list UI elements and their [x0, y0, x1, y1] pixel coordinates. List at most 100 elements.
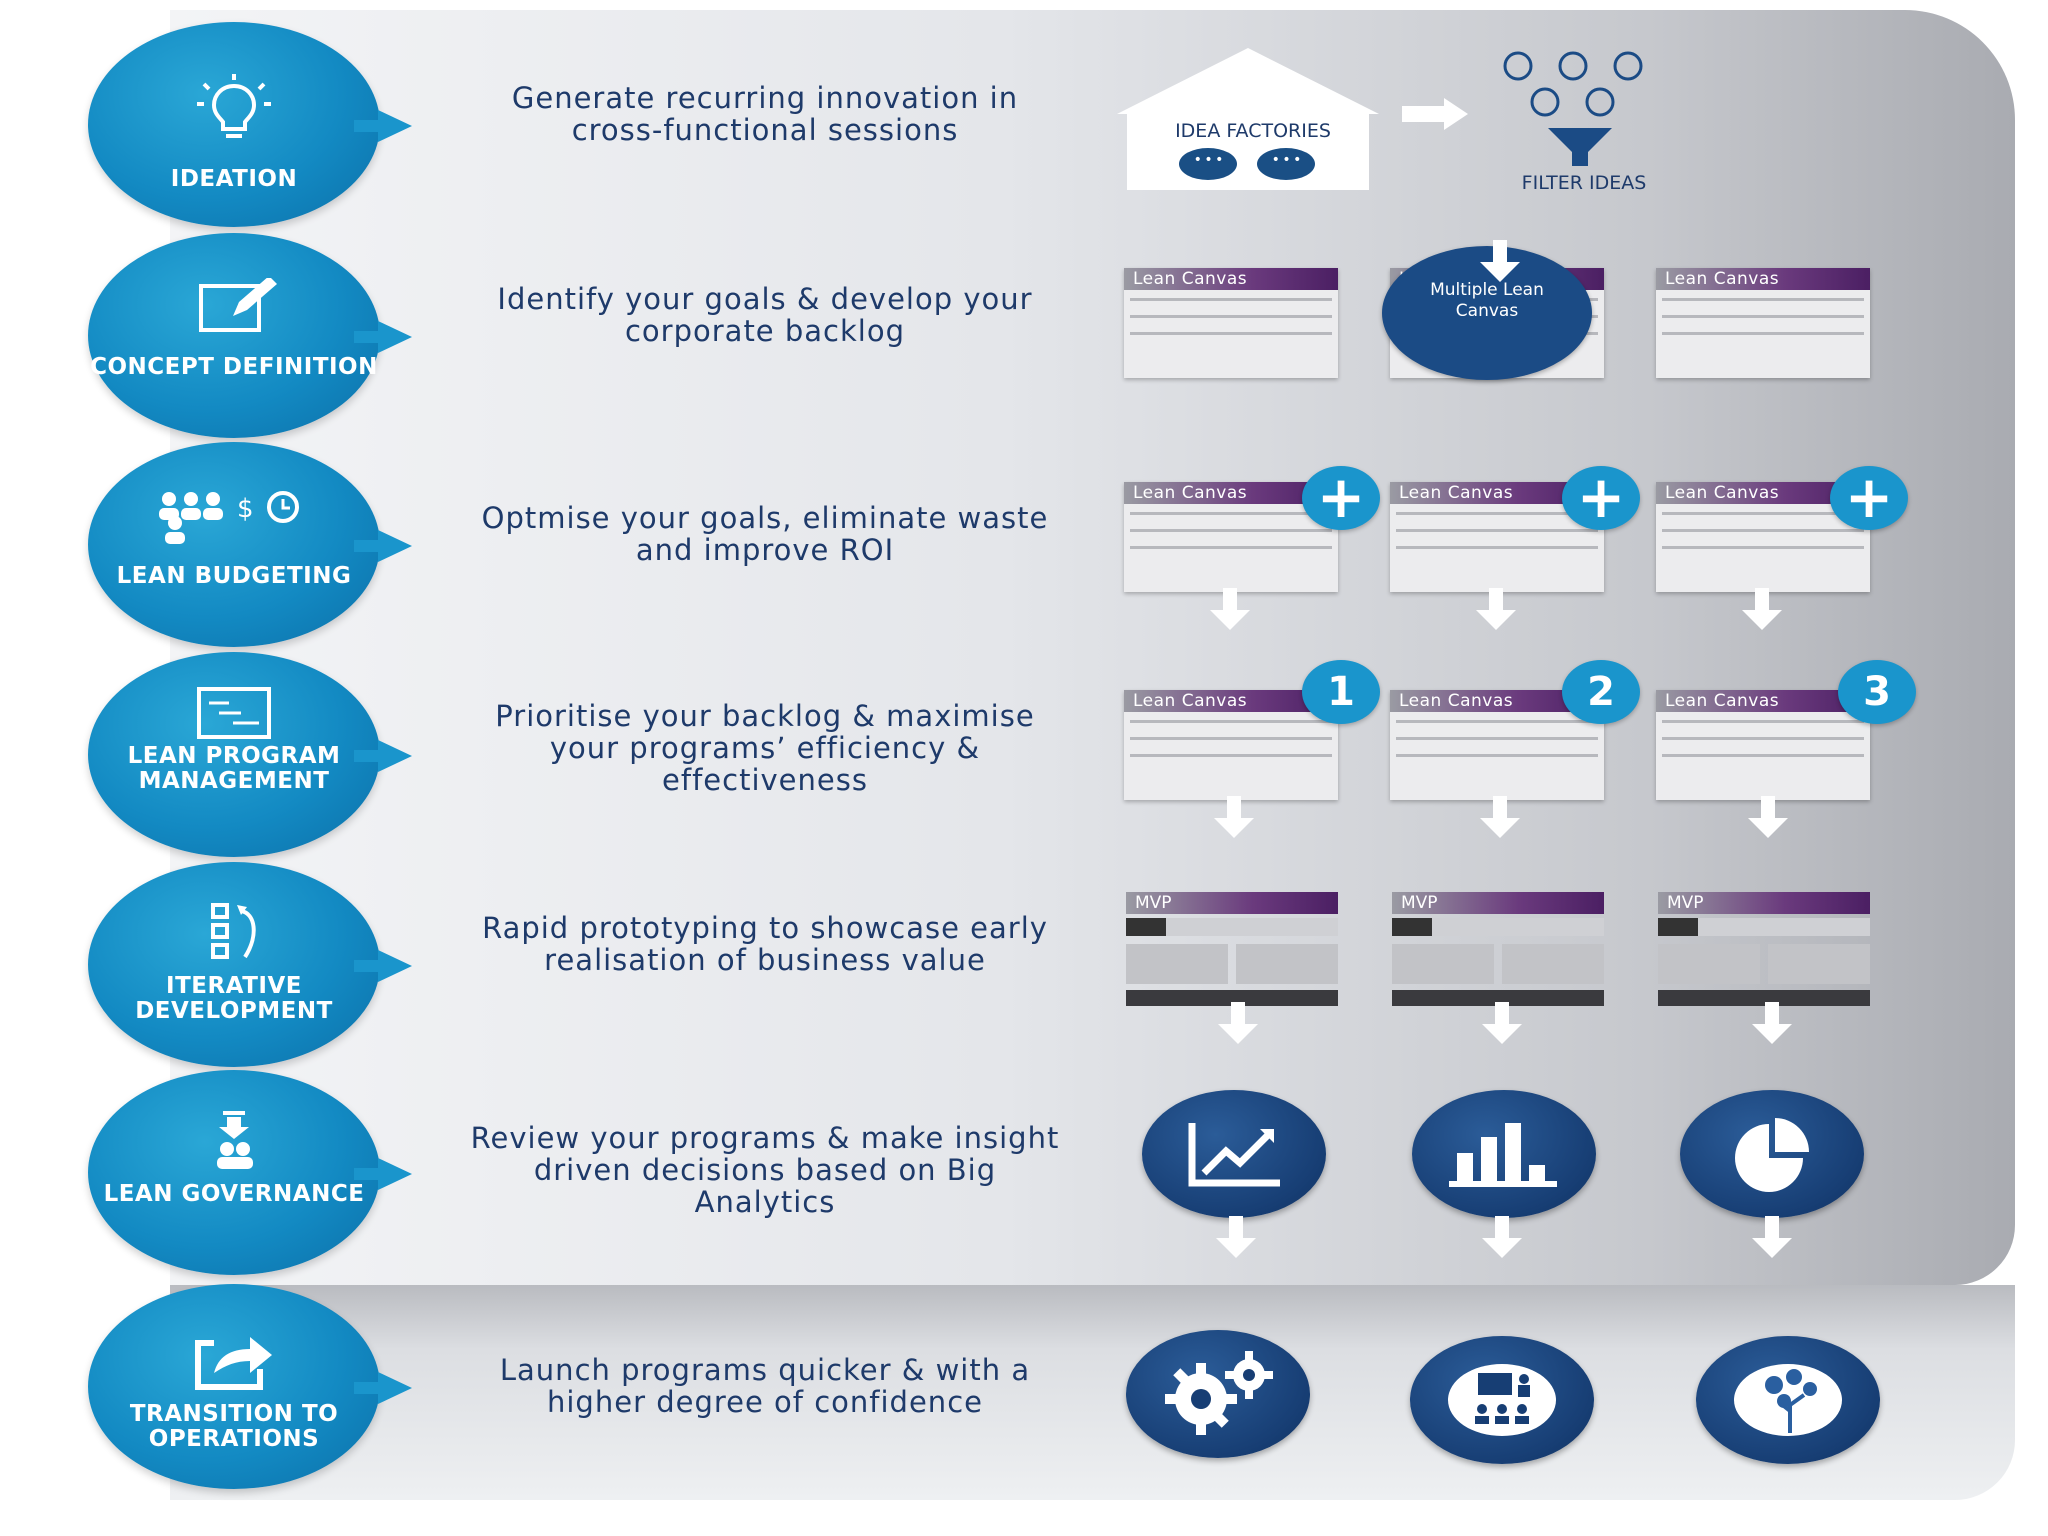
lean-canvas-card: Lean Canvas: [1124, 690, 1338, 800]
down-arrow-icon: [1210, 588, 1250, 630]
stage-description: Launch programs quicker & with a higher …: [499, 1353, 1031, 1419]
people-money-clock-icon: $: [88, 482, 380, 552]
stage-circle-ideation: IDEATION: [88, 22, 380, 227]
stage-label: LEAN GOVERNANCE: [103, 1181, 365, 1207]
pie-chart-icon: [1680, 1090, 1864, 1218]
lean-canvas-title: Lean Canvas: [1656, 690, 1870, 712]
down-arrow-icon: [1742, 588, 1782, 630]
stage-label: LEAN PROGRAM MANAGEMENT: [127, 743, 341, 794]
mvp-title: MVP: [1126, 892, 1338, 914]
stage-circle-governance: LEAN GOVERNANCE: [88, 1070, 380, 1275]
gears-icon: [1126, 1330, 1310, 1458]
chat-bubble-icon: [1179, 148, 1237, 180]
stage-circle-transition: TRANSITION TO OPERATIONS: [88, 1284, 380, 1489]
plus-icon: +: [1830, 466, 1908, 530]
right-arrow-head: [1444, 98, 1468, 130]
stage-transition-to-operations: TRANSITION TO OPERATIONS Launch programs…: [0, 1284, 2048, 1494]
edit-icon: [88, 273, 380, 343]
stage-arrow: [354, 740, 412, 772]
stage-label: LEAN BUDGETING: [116, 563, 352, 589]
share-icon: [88, 1326, 380, 1396]
background-panel: [170, 10, 2015, 1285]
lean-canvas-card: Lean Canvas: [1656, 690, 1870, 800]
lean-canvas-title: Lean Canvas: [1124, 268, 1338, 290]
down-arrow-icon: [1482, 1002, 1522, 1044]
iterate-icon: [88, 898, 380, 968]
stage-description: Identify your goals & develop your corpo…: [497, 282, 1033, 348]
bar-chart-icon: [1412, 1090, 1596, 1218]
down-arrow-icon: [1476, 588, 1516, 630]
lean-canvas-title: Lean Canvas: [1390, 482, 1604, 504]
down-arrow-icon: [1480, 240, 1520, 282]
down-arrow-icon: [1752, 1002, 1792, 1044]
down-arrow-icon: [1482, 1216, 1522, 1258]
governance-icon: [88, 1106, 380, 1176]
stage-arrow: [354, 321, 412, 353]
mvp-card: MVP: [1392, 892, 1604, 1010]
house-roof: [1117, 48, 1379, 114]
lean-canvas-card: Lean Canvas: [1124, 268, 1338, 378]
gantt-icon: [88, 678, 380, 748]
lightbulb-icon: [88, 74, 380, 144]
stage-description: Optmise your goals, eliminate waste and …: [481, 501, 1049, 567]
lean-canvas-card: Lean Canvas: [1390, 690, 1604, 800]
stage-description: Rapid prototyping to showcase early real…: [482, 911, 1048, 977]
stage-circle-budgeting: $ LEAN BUDGETING: [88, 442, 380, 647]
stage-description: Prioritise your backlog & maximise your …: [495, 699, 1035, 797]
stage-circle-iterative: ITERATIVE DEVELOPMENT: [88, 862, 380, 1067]
stage-arrow: [354, 950, 412, 982]
presentation-icon: [1410, 1336, 1594, 1464]
lean-canvas-title: Lean Canvas: [1124, 690, 1338, 712]
down-arrow-icon: [1216, 1216, 1256, 1258]
lean-canvas-title: Lean Canvas: [1656, 268, 1870, 290]
house-body: [1127, 114, 1369, 190]
down-arrow-icon: [1748, 796, 1788, 838]
stage-label: CONCEPT DEFINITION: [90, 354, 378, 380]
svg-text:$: $: [237, 494, 254, 524]
stage-arrow: [354, 1372, 412, 1404]
priority-number-badge: 3: [1838, 660, 1916, 724]
stage-arrow: [354, 1158, 412, 1190]
stage-description: Review your programs & make insight driv…: [470, 1121, 1060, 1219]
plus-icon: +: [1562, 466, 1640, 530]
mvp-card: MVP: [1126, 892, 1338, 1010]
stage-circle-program: LEAN PROGRAM MANAGEMENT: [88, 652, 380, 857]
down-arrow-icon: [1752, 1216, 1792, 1258]
lean-canvas-title: Lean Canvas: [1124, 482, 1338, 504]
tree-icon: [1696, 1336, 1880, 1464]
stage-arrow: [354, 110, 412, 142]
lean-canvas-title: Lean Canvas: [1656, 482, 1870, 504]
filter-ideas-label: FILTER IDEAS: [1521, 172, 1647, 194]
line-chart-icon: [1142, 1090, 1326, 1218]
chat-bubble-icon: [1257, 148, 1315, 180]
filter-ideas-icon: [1488, 44, 1678, 173]
stage-lean-governance: LEAN GOVERNANCE Review your programs & m…: [0, 1070, 2048, 1280]
stage-label: IDEATION: [170, 166, 298, 192]
down-arrow-icon: [1480, 796, 1520, 838]
stage-label: ITERATIVE DEVELOPMENT: [135, 973, 333, 1024]
down-arrow-icon: [1218, 1002, 1258, 1044]
stage-circle-concept: CONCEPT DEFINITION: [88, 233, 380, 438]
priority-number-badge: 1: [1302, 660, 1380, 724]
stage-lean-program-management: LEAN PROGRAM MANAGEMENT Prioritise your …: [0, 652, 2048, 862]
lean-canvas-title: Lean Canvas: [1390, 690, 1604, 712]
stage-description: Generate recurring innovation in cross-f…: [511, 81, 1019, 147]
stage-concept-definition: CONCEPT DEFINITION Identify your goals &…: [0, 233, 2048, 443]
stage-arrow: [354, 530, 412, 562]
mvp-card: MVP: [1658, 892, 1870, 1010]
lean-canvas-card: Lean Canvas: [1656, 482, 1870, 592]
mvp-title: MVP: [1392, 892, 1604, 914]
plus-icon: +: [1302, 466, 1380, 530]
idea-factories-house: IDEA FACTORIES: [1117, 48, 1379, 190]
idea-factories-label: IDEA FACTORIES: [1175, 120, 1331, 142]
lean-canvas-card: Lean Canvas: [1656, 268, 1870, 378]
right-arrow-icon: [1402, 106, 1446, 122]
stage-ideation: IDEATION Generate recurring innovation i…: [0, 22, 2048, 232]
priority-number-badge: 2: [1562, 660, 1640, 724]
multiple-lean-canvas-label: Multiple Lean Canvas: [1430, 280, 1544, 321]
down-arrow-icon: [1214, 796, 1254, 838]
stage-lean-budgeting: $ LEAN BUDGETING Optmise your goals, eli…: [0, 442, 2048, 652]
stage-label: TRANSITION TO OPERATIONS: [129, 1401, 339, 1452]
mvp-title: MVP: [1658, 892, 1870, 914]
